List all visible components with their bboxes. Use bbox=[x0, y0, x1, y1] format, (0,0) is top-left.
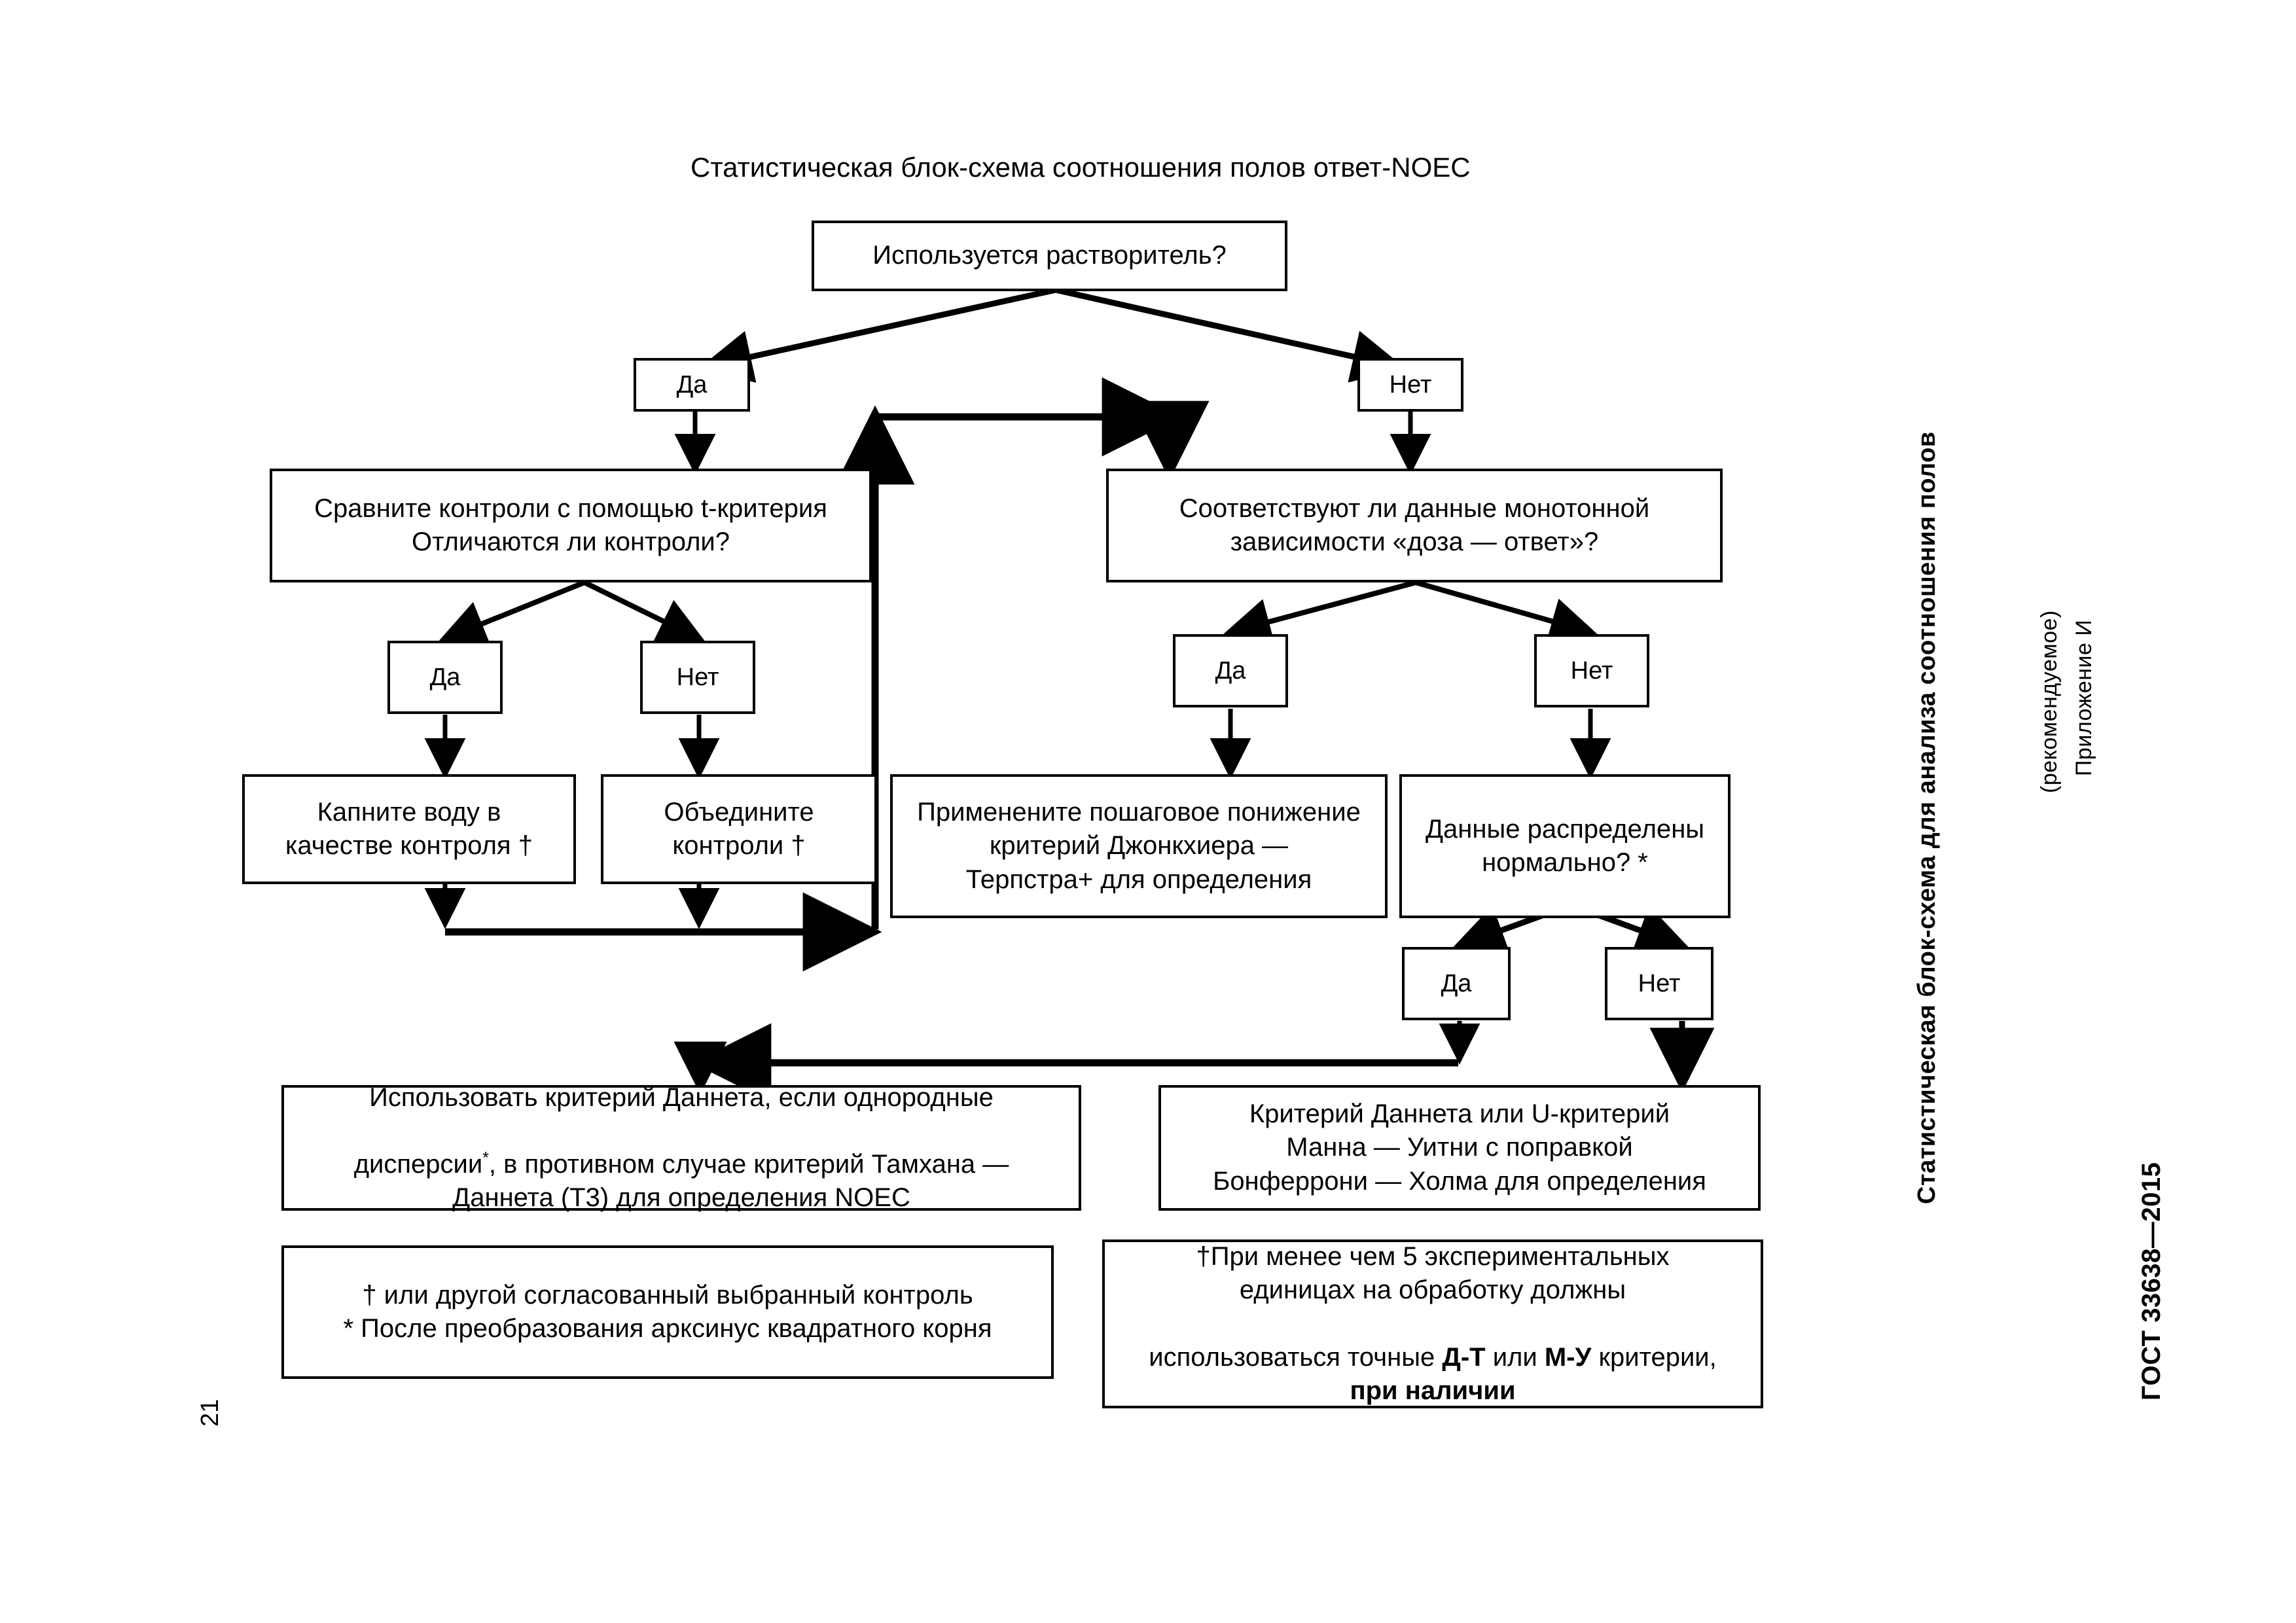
node-normal-no[interactable]: Нет bbox=[1605, 947, 1713, 1020]
annex-label: Приложение И bbox=[2072, 619, 2096, 776]
node-compare-no[interactable]: Нет bbox=[640, 641, 755, 714]
footnote-right-line-3-c: или bbox=[1485, 1342, 1545, 1372]
page-number: 21 bbox=[196, 1399, 224, 1427]
dunnett-line-1: Использовать критерий Даннета, если одно… bbox=[369, 1082, 994, 1112]
footnote-right-line-3-a: использоваться точные bbox=[1149, 1342, 1443, 1372]
node-monotonic-question[interactable]: Соответствуют ли данные монотонной завис… bbox=[1106, 469, 1723, 582]
node-solvent-yes[interactable]: Да bbox=[634, 358, 750, 412]
node-footnote-right: †При менее чем 5 экспериментальных едини… bbox=[1102, 1240, 1763, 1408]
footnote-right-line-3-e: критерии, bbox=[1591, 1342, 1717, 1372]
footnote-right-line-1: †При менее чем 5 экспериментальных bbox=[1196, 1242, 1670, 1272]
dunnett-line-2: дисперсии*, в противном случае критерий … bbox=[354, 1115, 1009, 1181]
node-jonckheere-terpstra[interactable]: Применените пошаговое понижение критерий… bbox=[890, 774, 1388, 918]
dunnett-line-2-tail: , в противном случае критерий Тамхана — bbox=[488, 1150, 1009, 1179]
dunnett-line-2-text: дисперсии bbox=[353, 1150, 483, 1179]
node-compare-controls[interactable]: Сравните контроли с помощью t-критерия О… bbox=[270, 469, 872, 582]
node-normal-yes[interactable]: Да bbox=[1402, 947, 1511, 1020]
annex-sublabel: (рекомендуемое) bbox=[2037, 610, 2062, 793]
standard-number: ГОСТ 33638—2015 bbox=[2137, 1162, 2166, 1400]
footnote-mu-label: М-У bbox=[1544, 1342, 1592, 1372]
footnote-dt-label: Д-Т bbox=[1442, 1342, 1486, 1372]
node-compare-yes[interactable]: Да bbox=[387, 641, 503, 714]
footnote-right-line-3: использоваться точные Д-Т или М-У критер… bbox=[1149, 1307, 1717, 1374]
node-mann-whitney-result[interactable]: Критерий Даннета или U-критерий Манна — … bbox=[1158, 1085, 1761, 1211]
node-merge-controls[interactable]: Объедините контроли † bbox=[601, 774, 877, 884]
node-drop-water-control[interactable]: Капните воду в качестве контроля † bbox=[242, 774, 576, 884]
footnote-right-line-4: при наличии bbox=[1350, 1376, 1516, 1405]
node-normal-distribution-question[interactable]: Данные распределены нормально? * bbox=[1399, 774, 1731, 918]
node-monotonic-yes[interactable]: Да bbox=[1173, 634, 1288, 707]
node-solvent-question[interactable]: Используется растворитель? bbox=[812, 221, 1287, 291]
diagram-title: Статистическая блок-схема соотношения по… bbox=[691, 152, 1471, 183]
footnote-right-line-2: единицах на обработку должны bbox=[1239, 1275, 1626, 1305]
node-footnote-left: † или другой согласованный выбранный кон… bbox=[281, 1245, 1054, 1379]
running-head: Статистическая блок-схема для анализа со… bbox=[1913, 431, 1941, 1204]
node-monotonic-no[interactable]: Нет bbox=[1534, 634, 1649, 707]
node-solvent-no[interactable]: Нет bbox=[1357, 358, 1463, 412]
node-dunnett-tamhane-result[interactable]: Использовать критерий Даннета, если одно… bbox=[281, 1083, 1081, 1212]
dunnett-asterisk-superscript: * bbox=[482, 1149, 489, 1168]
dunnett-line-3: Даннета (T3) для определения NOEC bbox=[452, 1183, 910, 1213]
